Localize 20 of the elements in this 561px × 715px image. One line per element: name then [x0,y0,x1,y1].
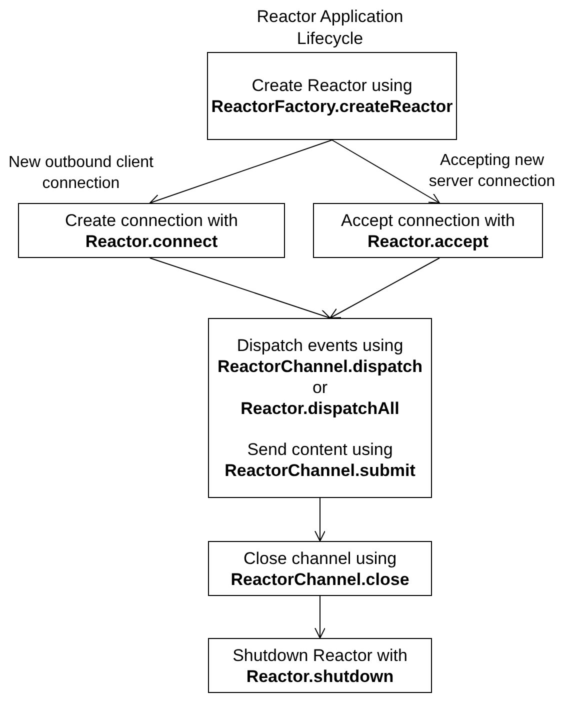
arrow [314,596,326,638]
process-box [207,52,457,140]
box-text: Close channel using ReactorChannel.close [230,548,410,590]
arrow [330,258,440,318]
arrow [149,140,332,205]
box-text: Create connection with Reactor.connect [65,210,238,252]
arrow [314,498,326,542]
box-text: Dispatch events using ReactorChannel.dispatch or Reactor.dispatchAll [218,335,422,419]
process-box [313,203,543,258]
box-text: Accept connection with Reactor.accept [341,210,515,252]
arrow [149,258,331,320]
box-text: Create Reactor using ReactorFactory.createReactor [211,75,453,117]
box-text: Send content using ReactorChannel.submit [224,439,416,481]
process-box [18,203,285,258]
arrow [332,140,440,204]
process-box [208,541,432,596]
diagram-title: Reactor Application Lifecycle [256,6,404,50]
process-box [208,318,432,498]
process-box [208,638,432,693]
box-text: Shutdown Reactor with Reactor.shutdown [232,644,408,686]
